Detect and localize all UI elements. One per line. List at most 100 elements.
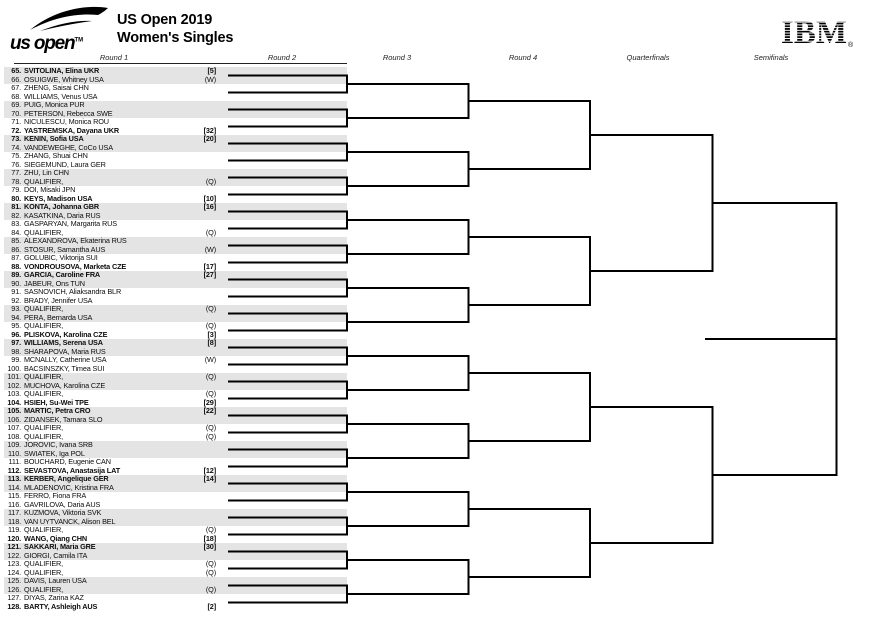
row-shade-band [4,576,347,594]
player-seed: [20] [203,134,217,143]
player-name: SHARAPOVA, Maria RUS [24,346,106,356]
usopen-swoosh-icon [30,6,108,31]
player-number: 110. [7,448,21,458]
player-name: GAVRILOVA, Daria AUS [24,499,101,509]
player-name: GASPARYAN, Margarita RUS [24,219,117,228]
row-shade-band [4,134,347,152]
player-number: 82. [11,210,21,220]
player-row: 91.SASNOVICH, Aliaksandra BLR [4,287,347,297]
player-name: DOI, Misaki JPN [24,185,76,194]
player-row: 119.QUALIFIER,(Q) [4,525,347,535]
player-name: SWIATEK, Iga POL [24,448,85,458]
player-name: SAKKARI, Maria GRE [24,542,96,551]
player-number: 67. [11,83,21,92]
player-row: 122.GIORGI, Camila ITA [4,551,347,561]
player-number: 104. [7,397,21,407]
row-shade-band [4,270,347,288]
player-name: DIYAS, Zarina KAZ [24,593,84,602]
player-number: 98. [11,346,21,356]
player-number: 94. [11,312,21,322]
player-number: 100. [7,363,21,373]
round-header-quarterfinals: Quarterfinals [626,53,670,62]
player-number: 108. [7,431,21,441]
player-row: 111.BOUCHARD, Eugenie CAN [4,457,347,467]
player-row: 128.BARTY, Ashleigh AUS[2] [4,601,347,612]
player-name: QUALIFIER, [24,304,64,313]
player-name: BACSINSZKY, Timea SUI [24,363,105,373]
player-number: 84. [11,227,21,237]
player-name: YASTREMSKA, Dayana UKR [24,125,119,135]
round-header-semifinals: Semifinals [753,53,789,62]
player-number: 99. [11,355,21,364]
player-name: PETERSON, Rebecca SWE [24,108,113,118]
player-number: 96. [11,329,21,339]
player-row: 125.DAVIS, Lauren USA [4,576,347,586]
player-name: BOUCHARD, Eugenie CAN [24,457,111,466]
player-row: 105.MARTIC, Petra CRO[22] [4,406,347,416]
player-row: 102.MUCHOVA, Karolina CZE [4,381,347,391]
player-row: 98.SHARAPOVA, Maria RUS [4,346,347,357]
player-seed: (Q) [205,431,216,441]
player-row: 65.SVITOLINA, Elina UKR[5] [4,66,347,76]
player-name: SEVASTOVA, Anastasija LAT [24,465,120,475]
draw-title: Women's Singles [117,30,234,46]
player-number: 111. [8,457,21,466]
player-seed: [22] [203,406,217,415]
player-seed: (W) [204,244,216,254]
player-row: 92.BRADY, Jennifer USA [4,296,347,306]
player-row: 112.SEVASTOVA, Anastasija LAT[12] [4,465,347,476]
player-seed: [12] [203,465,217,475]
player-number: 101. [7,372,21,381]
player-row: 116.GAVRILOVA, Daria AUS [4,499,347,510]
player-seed: [5] [207,66,217,75]
player-number: 80. [11,193,21,203]
player-row: 110.SWIATEK, Iga POL [4,448,347,459]
player-name: PUIG, Monica PUR [24,100,85,109]
player-name: DAVIS, Lauren USA [24,576,87,585]
header-divider [14,63,347,64]
row-shade-band [4,542,347,560]
player-row: 124.QUALIFIER,(Q) [4,568,347,578]
player-row: 123.QUALIFIER,(Q) [4,559,347,569]
player-name: VAN UYTVANCK, Alison BEL [24,516,116,526]
player-number: 115. [7,491,21,500]
player-name: ZHU, Lin CHN [24,168,69,177]
player-name: QUALIFIER, [24,431,64,441]
player-row: 75.ZHANG, Shuai CHN [4,151,347,161]
player-name: MLADENOVIC, Kristina FRA [24,482,114,492]
player-row: 106.ZIDANSEK, Tamara SLO [4,415,347,425]
player-number: 127. [7,593,21,602]
player-name: QUALIFIER, [24,321,64,330]
player-row: 120.WANG, Qiang CHN[18] [4,533,347,544]
player-seed: [10] [203,193,217,203]
event-title: US Open 2019 [117,12,213,28]
player-row: 79.DOI, Misaki JPN [4,185,347,195]
player-name: ZHENG, Saisai CHN [24,83,89,92]
player-name: VANDEWEGHE, CoCo USA [24,142,113,152]
player-seed: [27] [203,270,217,279]
player-name: VONDROUSOVA, Marketa CZE [24,261,127,271]
player-name: HSIEH, Su-Wei TPE [24,397,89,407]
player-row: 121.SAKKARI, Maria GRE[30] [4,542,347,552]
player-name: KENIN, Sofia USA [24,134,84,143]
player-name: OSUIGWE, Whitney USA [24,74,104,84]
player-row: 72.YASTREMSKA, Dayana UKR[32] [4,125,347,136]
player-seed: (Q) [205,389,216,398]
player-name: MARTIC, Petra CRO [24,406,91,415]
player-number: 68. [11,91,21,101]
player-name: KASATKINA, Daria RUS [24,210,101,220]
player-name: QUALIFIER, [24,559,64,568]
player-name: QUALIFIER, [24,525,64,534]
row-shade-band [4,474,347,492]
player-row: 76.SIEGEMUND, Laura GER [4,159,347,170]
player-name: WANG, Qiang CHN [24,533,88,543]
player-seed: (Q) [205,525,216,534]
player-number: 76. [11,159,21,169]
player-name: JOROVIC, Ivana SRB [24,440,93,449]
row-shade-band [4,100,347,118]
player-name: SIEGEMUND, Laura GER [24,159,106,169]
row-shade-band [4,508,347,526]
player-name: BARTY, Ashleigh AUS [24,601,98,611]
